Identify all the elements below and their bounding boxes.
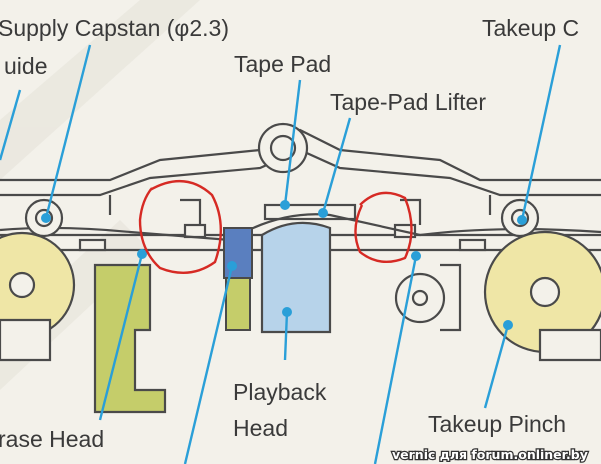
leader-lines [0,44,562,464]
takeup-guide-roller [394,263,462,332]
label-tape-pad-lifter: Tape-Pad Lifter [330,89,486,115]
label-playback-head-line2: Head [233,415,288,441]
supply-pinch-roller [0,231,76,362]
takeup-pinch-roller [483,230,601,362]
label-erase-head: rase Head [0,426,104,452]
playback-head [260,221,332,334]
watermark: vernic для forum.onliner.by [392,447,588,462]
label-takeup-capstan: Takeup C [482,15,579,41]
label-takeup-pinch: Takeup Pinch [428,411,566,437]
label-tape-pad: Tape Pad [234,51,331,77]
highlight-circle-right [354,191,413,264]
label-supply-capstan: Supply Capstan (φ2.3) [0,15,229,41]
label-playback-head-line1: Playback [233,379,327,405]
highlight-circle-left [138,179,223,274]
label-guide: uide [4,53,47,79]
